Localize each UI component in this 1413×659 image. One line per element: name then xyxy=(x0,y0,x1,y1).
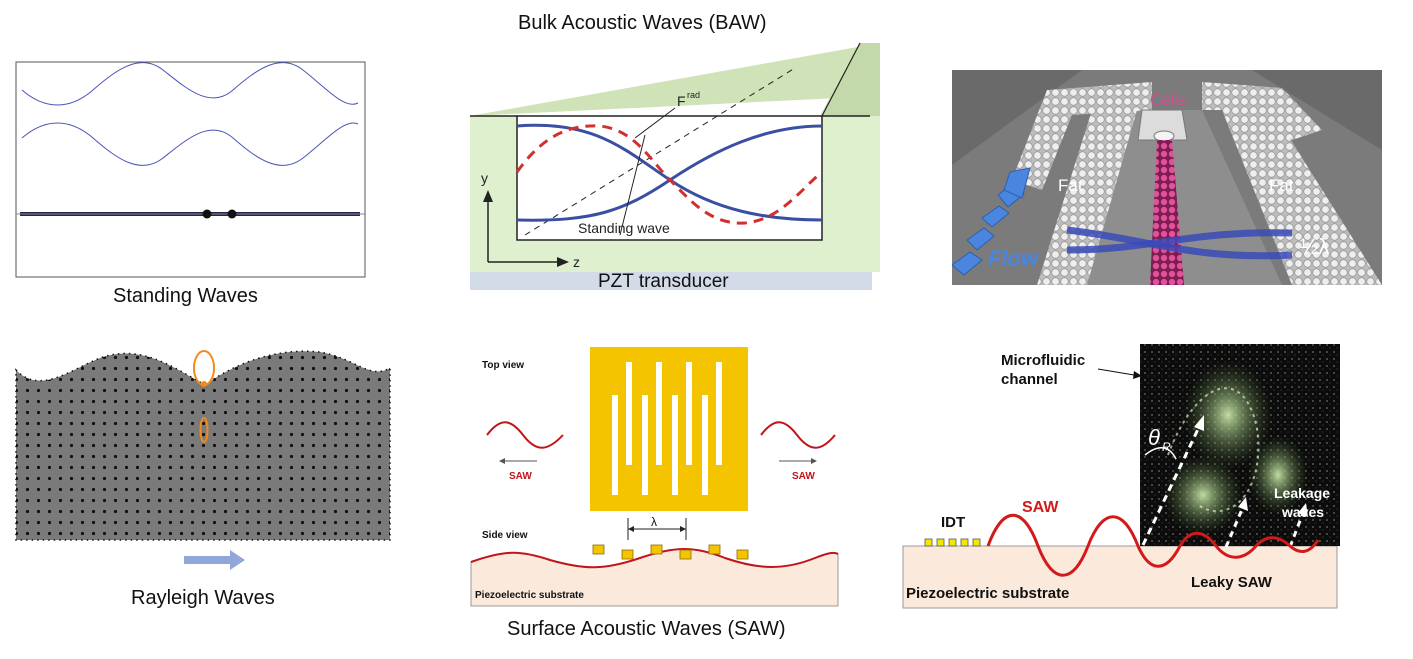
pzt-transducer xyxy=(470,272,872,290)
baw-figure: F rad Standing wave y z PZT transducer xyxy=(470,42,880,292)
leaky-saw-panel: Piezoelectric substrate Microfluidic cha… xyxy=(898,335,1348,610)
fat-label-right: Fat xyxy=(1269,176,1294,195)
leaky-substrate-label: Piezoelectric substrate xyxy=(906,585,1069,602)
cells-figure: Cells Fat Fat ½λ Flow xyxy=(952,70,1382,285)
baw-dashed-line xyxy=(524,67,796,236)
half-lambda-wave-2 xyxy=(1066,229,1293,254)
rayleigh-panel: Rayleigh Waves xyxy=(0,330,400,630)
idt-electrodes xyxy=(924,538,981,547)
side-view-label: Side view xyxy=(482,530,528,541)
node-dot-2 xyxy=(227,209,237,219)
baw-force-label: F xyxy=(677,93,686,109)
leakage-label: Leakage xyxy=(1274,485,1330,501)
propagation-arrow xyxy=(184,550,245,570)
caption-baw: Bulk Acoustic Waves (BAW) xyxy=(518,12,767,34)
cells-panel: Cells Fat Fat ½λ Flow xyxy=(952,70,1382,285)
caption-saw: Surface Acoustic Waves (SAW) xyxy=(507,618,786,640)
standing-waves-figure xyxy=(15,61,366,278)
standing-waves-frame xyxy=(15,61,366,278)
pzt-transducer-label: PZT transducer xyxy=(598,271,729,292)
channel-label: channel xyxy=(1001,371,1058,388)
cells-label: Cells xyxy=(1150,92,1186,109)
leaky-saw-figure: Piezoelectric substrate Microfluidic cha… xyxy=(902,344,1340,609)
wave-upper xyxy=(21,62,359,106)
rayleigh-medium xyxy=(15,350,391,541)
standing-waves-panel: Standing Waves xyxy=(0,0,400,320)
baw-back-wall xyxy=(470,43,880,116)
rayleigh-figure xyxy=(15,350,391,570)
flow-label: Flow xyxy=(988,246,1040,271)
idt-electrodes-side xyxy=(592,544,749,560)
baw-standing-wave-label: Standing wave xyxy=(578,220,670,236)
idt-top-view xyxy=(590,347,748,511)
saw-label: SAW xyxy=(1022,499,1059,516)
half-lambda-wave-1 xyxy=(1066,226,1293,260)
baw-right-wall xyxy=(820,43,880,116)
wave-lower xyxy=(21,122,359,166)
fat-beads-right xyxy=(1222,110,1382,285)
theta-sub: R xyxy=(1162,440,1171,454)
particle-orbit-depth xyxy=(199,417,209,443)
leaky-substrate xyxy=(902,545,1338,609)
baw-z-label: z xyxy=(573,254,580,270)
leakage-waves-label: waves xyxy=(1281,504,1324,520)
saw-panel: Top view SAW SAW λ Side view xyxy=(465,340,885,640)
fat-label-left: Fat xyxy=(1058,176,1083,195)
caption-rayleigh: Rayleigh Waves xyxy=(131,587,275,609)
baw-y-label: y xyxy=(481,170,488,186)
theta-label: θ xyxy=(1148,425,1160,450)
baw-force-sup: rad xyxy=(687,90,700,100)
caption-standing-waves: Standing Waves xyxy=(113,285,258,307)
saw-substrate-label: Piezoelectric substrate xyxy=(475,590,584,601)
lambda-label: λ xyxy=(651,515,657,529)
microfluidic-label: Microfluidic xyxy=(1001,352,1085,369)
fat-beads-left xyxy=(1037,110,1137,285)
saw-label-right: SAW xyxy=(792,471,815,482)
top-view-label: Top view xyxy=(482,360,524,371)
flow-arrows xyxy=(952,167,1031,276)
saw-label-left: SAW xyxy=(509,471,532,482)
node-dot-1 xyxy=(202,209,212,219)
saw-wave-left xyxy=(486,421,564,449)
half-lambda-label: ½λ xyxy=(1300,234,1329,259)
leaky-saw-wave xyxy=(986,514,1320,577)
idt-label: IDT xyxy=(941,514,965,531)
baw-radiation-force-wave xyxy=(515,124,823,225)
saw-surface-wave xyxy=(470,548,839,569)
saw-wave-right xyxy=(760,421,836,449)
baw-panel: F rad Standing wave y z PZT transducer xyxy=(465,40,885,300)
particle-orbit-surface xyxy=(193,350,215,386)
leaky-saw-label: Leaky SAW xyxy=(1191,574,1273,591)
saw-figure: Top view SAW SAW λ Side view xyxy=(470,347,839,607)
